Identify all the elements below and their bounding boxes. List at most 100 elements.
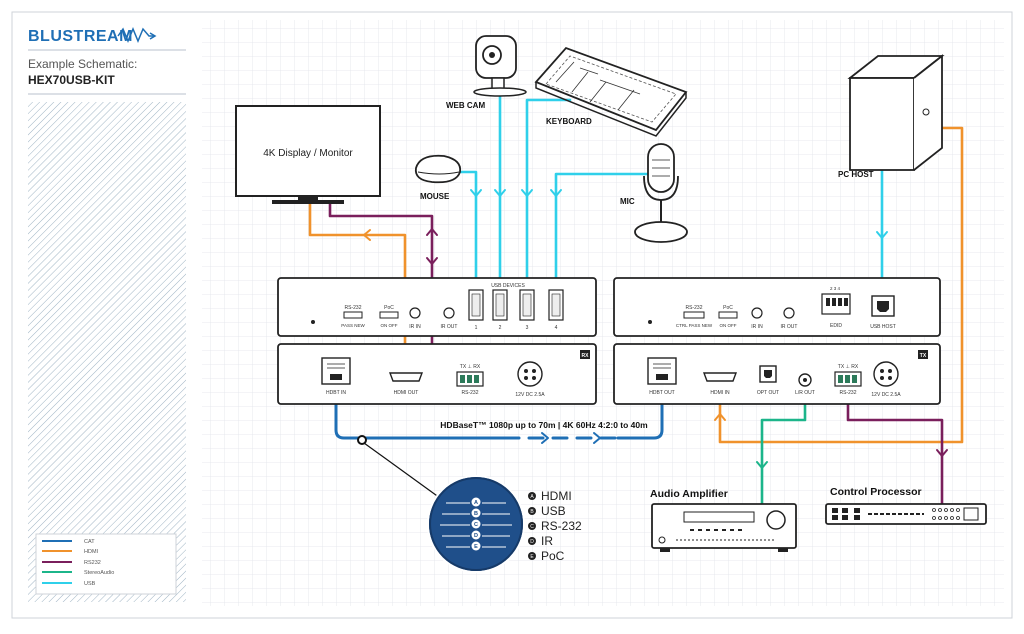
keyboard-device: KEYBOARD (534, 46, 688, 137)
rx-unit-front: USB DEVICES RS-232 PASS NEW PoC ON OFF I… (277, 277, 597, 337)
cable-letter-c: C (474, 522, 478, 528)
model-title: HEX70USB-KIT (28, 73, 115, 87)
rx-hdmi-out-port[interactable] (388, 372, 424, 382)
rx-badge: RX (582, 353, 590, 359)
tx-hdmi-in-label: HDMI IN (710, 390, 730, 396)
tx-ir-out-port[interactable] (783, 307, 795, 319)
usb-cable-mic (554, 172, 652, 298)
rx-usb-port-1-label: 1 (475, 325, 478, 331)
legend-box (35, 533, 177, 595)
rx-rs232-switch-label: RS-232 (345, 305, 362, 311)
pc-host-label: PC HOST (838, 170, 874, 179)
signal-letter: C (530, 524, 534, 530)
rx-unit-back: RX HDBT IN HDMI OUT TX ⊥ RX RS-232 12V D… (277, 343, 597, 405)
rx-ir-out-port[interactable] (443, 307, 455, 319)
display-label: 4K Display / Monitor (263, 148, 353, 159)
hdbaset-link-caption: HDBaseT™ 1080p up to 70m | 4K 60Hz 4:2:0… (440, 420, 648, 430)
cat-arrow-icon (541, 432, 549, 444)
rx-hdmi-out-label: HDMI OUT (394, 390, 419, 396)
legend-label-usb: USB (84, 581, 96, 587)
rx-usb-port-4-label: 4 (555, 325, 558, 331)
legend-label-hdmi: HDMI (84, 549, 99, 555)
usb-arrow-icon (494, 189, 506, 197)
tx-power-port[interactable] (873, 361, 899, 387)
rx-poc-switch[interactable] (379, 311, 399, 319)
tx-ir-in-label: IR IN (751, 324, 763, 330)
cat-cable-tx (616, 388, 664, 440)
rx-hdbt-in-label: HDBT IN (326, 390, 346, 396)
tx-rs232-label: RS-232 (840, 390, 857, 396)
audio-amplifier-device: Audio Amplifier (650, 488, 797, 552)
usb-arrow-icon (470, 189, 482, 197)
audio-amplifier-label: Audio Amplifier (650, 488, 728, 500)
tx-rs232-switch-label: RS-232 (686, 305, 703, 311)
tx-hdbt-out-port[interactable] (647, 357, 677, 385)
cable-letter-a: A (474, 500, 478, 506)
schematic-subtitle: Example Schematic: (28, 57, 137, 71)
rx-power-port[interactable] (517, 361, 543, 387)
cat-cable-rx (334, 388, 507, 440)
tx-badge: TX (920, 353, 927, 359)
signal-letter: B (530, 509, 534, 515)
rx-power-label: 12V DC 2.5A (515, 392, 545, 398)
legend-label-audio: StereoAudio (84, 570, 114, 576)
tx-rs232-switch-sub: CTRL PASS NEW (676, 323, 713, 328)
rx-usb-devices-label: USB DEVICES (491, 283, 525, 289)
signal-list: A HDMI B USB C RS-232 D IR E PoC (528, 489, 582, 563)
rx-poc-switch-sub: ON OFF (381, 323, 398, 328)
cable-letter-d: D (474, 533, 478, 539)
legend-items: CAT HDMI RS232 StereoAudio USB (42, 539, 114, 587)
rx-ir-in-label: IR IN (409, 324, 421, 330)
rs232-arrow-icon (426, 257, 438, 265)
control-processor-label: Control Processor (830, 486, 922, 498)
rx-ir-in-port[interactable] (409, 307, 421, 319)
audio-arrow-icon (756, 461, 768, 469)
display-device: 4K Display / Monitor (235, 105, 381, 204)
legend-label-rs232: RS232 (84, 560, 101, 566)
tx-usb-host-label: USB HOST (870, 324, 896, 330)
brand-arrow-icon (149, 32, 157, 40)
tx-rs232-switch[interactable] (683, 311, 705, 319)
tx-ir-in-port[interactable] (751, 307, 763, 319)
brand-wave-icon (117, 27, 155, 43)
tx-poc-switch[interactable] (718, 311, 738, 319)
cable-callout-point (357, 435, 367, 445)
rx-hdbt-in-port[interactable] (321, 357, 351, 385)
tx-poc-switch-sub: ON OFF (720, 323, 737, 328)
mouse-label: MOUSE (420, 192, 450, 201)
rx-rs232-switch-sub: PASS NEW (341, 323, 365, 328)
tx-poc-switch-label: PoC (723, 305, 733, 311)
rx-rs232-switch[interactable] (343, 311, 363, 319)
webcam-label: WEB CAM (446, 101, 485, 110)
usb-arrow-icon (521, 189, 533, 197)
rx-usb-port-2-label: 2 (499, 325, 502, 331)
pc-host-device: PC HOST (838, 54, 945, 179)
signal-label-usb: USB (541, 504, 566, 518)
rs232-arrow-icon (426, 228, 438, 236)
usb-arrow-icon (876, 231, 888, 239)
tx-hdmi-in-port[interactable] (702, 372, 738, 382)
mouse-device: MOUSE (414, 154, 462, 201)
audio-cable-tx (760, 388, 807, 506)
webcam-device: WEB CAM (446, 35, 527, 110)
rx-ir-out-label: IR OUT (441, 324, 458, 330)
keyboard-label: KEYBOARD (546, 117, 592, 126)
tx-hdbt-out-label: HDBT OUT (649, 390, 674, 396)
tx-power-label: 12V DC 2.5A (871, 392, 901, 398)
tx-edid-label: EDID (830, 323, 842, 329)
signal-label-hdmi: HDMI (541, 489, 572, 503)
rx-rs232-pins: TX ⊥ RX (460, 364, 481, 370)
rx-usb-port-3-label: 3 (526, 325, 529, 331)
cat-arrow-icon (593, 432, 601, 444)
usb-cable-keyboard (525, 98, 572, 298)
tx-opt-out-label: OPT OUT (757, 390, 779, 396)
signal-label-rs232: RS-232 (541, 519, 582, 533)
mic-label: MIC (620, 197, 635, 206)
tx-rs232-pins: TX ⊥ RX (838, 364, 859, 370)
usb-arrow-icon (550, 189, 562, 197)
rx-rs232-label: RS-232 (462, 390, 479, 396)
mic-device: MIC (620, 143, 688, 243)
cable-callout-line (363, 442, 441, 499)
